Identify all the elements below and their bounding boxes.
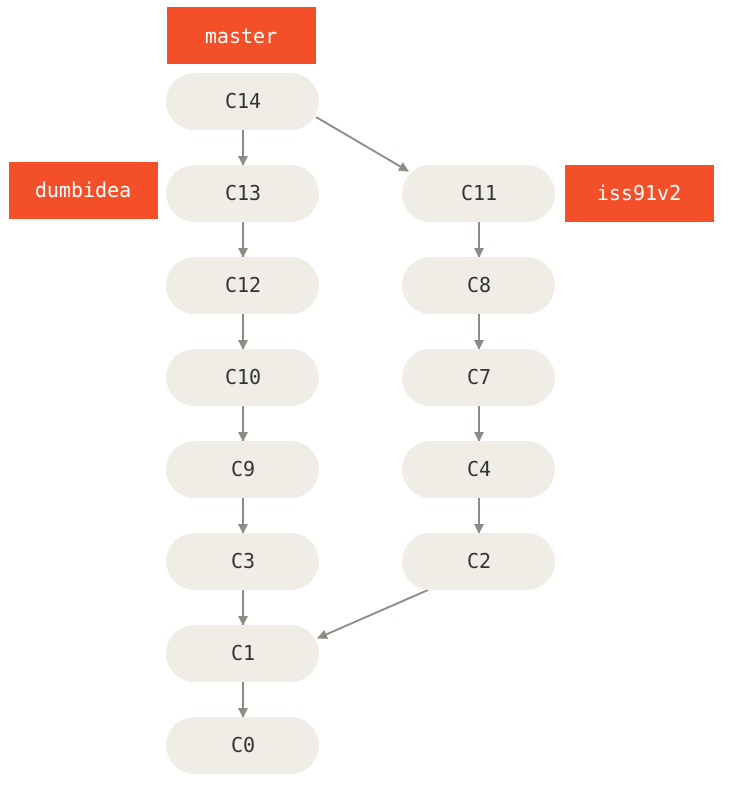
commit-c10-label: C10 <box>225 365 261 389</box>
branch-iss91v2: iss91v2 <box>565 165 714 222</box>
commit-c14: C14 <box>166 73 319 130</box>
commit-c4: C4 <box>402 441 555 498</box>
edge-c2-c1 <box>317 589 429 639</box>
commit-c11-label: C11 <box>461 181 497 205</box>
commit-c12: C12 <box>166 257 319 314</box>
commit-c9-label: C9 <box>231 457 255 481</box>
edges <box>238 116 484 718</box>
branch-master: master <box>167 7 316 64</box>
commit-c9: C9 <box>166 441 319 498</box>
commit-c12-label: C12 <box>225 273 261 297</box>
commit-c3: C3 <box>166 533 319 590</box>
commit-c8-label: C8 <box>467 273 491 297</box>
branch-master-label: master <box>205 24 277 48</box>
commit-c10: C10 <box>166 349 319 406</box>
commit-c3-label: C3 <box>231 549 255 573</box>
branch-iss91v2-label: iss91v2 <box>597 181 681 205</box>
commit-c7-label: C7 <box>467 365 491 389</box>
commit-c7: C7 <box>402 349 555 406</box>
branch-dumbidea-label: dumbidea <box>35 178 131 202</box>
commit-c2: C2 <box>402 533 555 590</box>
commit-c2-label: C2 <box>467 549 491 573</box>
commit-c0-label: C0 <box>231 733 255 757</box>
commit-c1-label: C1 <box>231 641 255 665</box>
branch-dumbidea: dumbidea <box>9 162 158 219</box>
commit-c11: C11 <box>402 165 555 222</box>
commit-c4-label: C4 <box>467 457 491 481</box>
commit-c13: C13 <box>166 165 319 222</box>
commit-c14-label: C14 <box>225 89 261 113</box>
commit-c13-label: C13 <box>225 181 261 205</box>
edge-c14-c11 <box>315 116 409 172</box>
commit-c8: C8 <box>402 257 555 314</box>
commit-c1: C1 <box>166 625 319 682</box>
commit-c0: C0 <box>166 717 319 774</box>
